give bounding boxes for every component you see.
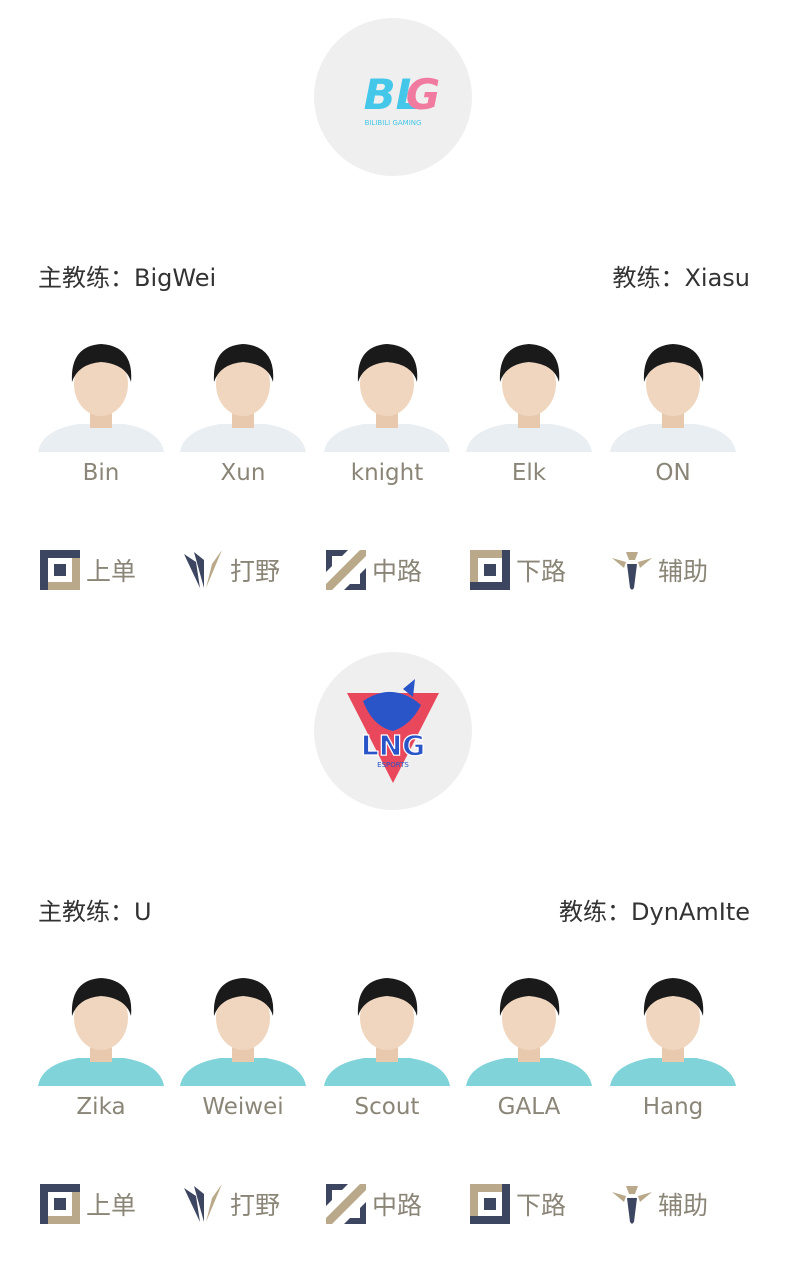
player-photo [466,334,592,452]
player-portrait-icon [324,344,450,452]
player-photo [610,334,736,452]
role-label: 下路 [516,557,567,586]
support-icon [612,552,652,590]
player-photo [38,968,164,1086]
player-portrait-icon [610,344,736,452]
blg-logo: BL G BILIBILI GAMING [314,18,472,176]
role-bot: 下路 [468,546,566,594]
player-card[interactable]: Scout [324,968,450,1120]
mid-lane-icon [326,1184,366,1224]
role-label: 上单 [86,1191,137,1220]
mid-lane-icon [326,550,366,590]
player-portrait-icon [180,978,306,1086]
svg-text:BL: BL [364,70,423,119]
role-support: 辅助 [610,1180,708,1228]
support-icon [612,1186,652,1224]
role-mid: 中路 [324,1180,422,1228]
role-bot: 下路 [468,1180,566,1228]
blg-head-coach: 主教练：BigWei [38,264,217,292]
blg-coach-row: 主教练：BigWei 教练：Xiasu [38,258,750,293]
player-name: Weiwei [202,1094,284,1120]
lng-logo: LNG ESPORTS [314,652,472,810]
lng-coach: 教练：DynAmIte [559,898,750,926]
top-lane-icon [40,550,80,590]
role-mid: 中路 [324,546,422,594]
bot-lane-icon [470,1184,510,1224]
blg-logo-icon: BL G BILIBILI GAMING [364,70,441,127]
svg-text:BILIBILI GAMING: BILIBILI GAMING [365,119,422,127]
role-label: 打野 [230,1191,281,1220]
role-top: 上单 [38,546,136,594]
bot-lane-icon [470,550,510,590]
player-card[interactable]: Weiwei [180,968,306,1120]
player-name: ON [655,460,691,486]
player-portrait-icon [38,344,164,452]
top-lane-icon [40,1184,80,1224]
role-label: 辅助 [658,557,709,586]
player-photo [38,334,164,452]
player-name: Hang [642,1094,704,1120]
role-label: 打野 [230,557,281,586]
player-name: Elk [511,460,547,486]
role-label: 下路 [516,1191,567,1220]
jungle-icon [184,1184,222,1222]
player-card[interactable]: Bin [38,334,164,486]
blg-coach: 教练：Xiasu [612,264,750,292]
role-label: 上单 [86,557,137,586]
svg-text:G: G [406,70,440,119]
svg-text:ESPORTS: ESPORTS [377,761,409,769]
player-name: Scout [354,1094,420,1120]
lng-coach-row: 主教练：U 教练：DynAmIte [38,892,750,927]
player-name: knight [350,460,424,486]
player-photo [324,968,450,1086]
jungle-icon [184,550,222,588]
player-name: Xun [220,460,266,486]
player-portrait-icon [324,978,450,1086]
player-photo [466,968,592,1086]
player-card[interactable]: GALA [466,968,592,1120]
player-card[interactable]: Elk [466,334,592,486]
player-portrait-icon [38,978,164,1086]
player-portrait-icon [610,978,736,1086]
role-label: 中路 [372,1191,423,1220]
player-card[interactable]: knight [324,334,450,486]
player-portrait-icon [180,344,306,452]
player-name: Zika [76,1094,126,1120]
player-card[interactable]: Xun [180,334,306,486]
role-label: 中路 [372,557,423,586]
player-photo [180,968,306,1086]
svg-text:LNG: LNG [361,729,425,762]
role-top: 上单 [38,1180,136,1228]
player-card[interactable]: Hang [610,968,736,1120]
lng-head-coach: 主教练：U [38,898,152,926]
role-jungle: 打野 [182,546,280,594]
role-support: 辅助 [610,546,708,594]
player-photo [180,334,306,452]
player-photo [610,968,736,1086]
player-photo [324,334,450,452]
player-name: GALA [497,1094,561,1120]
player-portrait-icon [466,344,592,452]
team-blg-section: BL G BILIBILI GAMING 主教练：BigWei 教练：Xiasu… [0,0,800,620]
player-name: Bin [82,460,120,486]
player-card[interactable]: ON [610,334,736,486]
player-portrait-icon [466,978,592,1086]
role-label: 辅助 [658,1191,709,1220]
lng-dragon-logo-icon: LNG ESPORTS [347,679,439,783]
player-card[interactable]: Zika [38,968,164,1120]
role-jungle: 打野 [182,1180,280,1228]
team-lng-section: LNG ESPORTS 主教练：U 教练：DynAmIte Zika Weiwe… [0,634,800,1264]
